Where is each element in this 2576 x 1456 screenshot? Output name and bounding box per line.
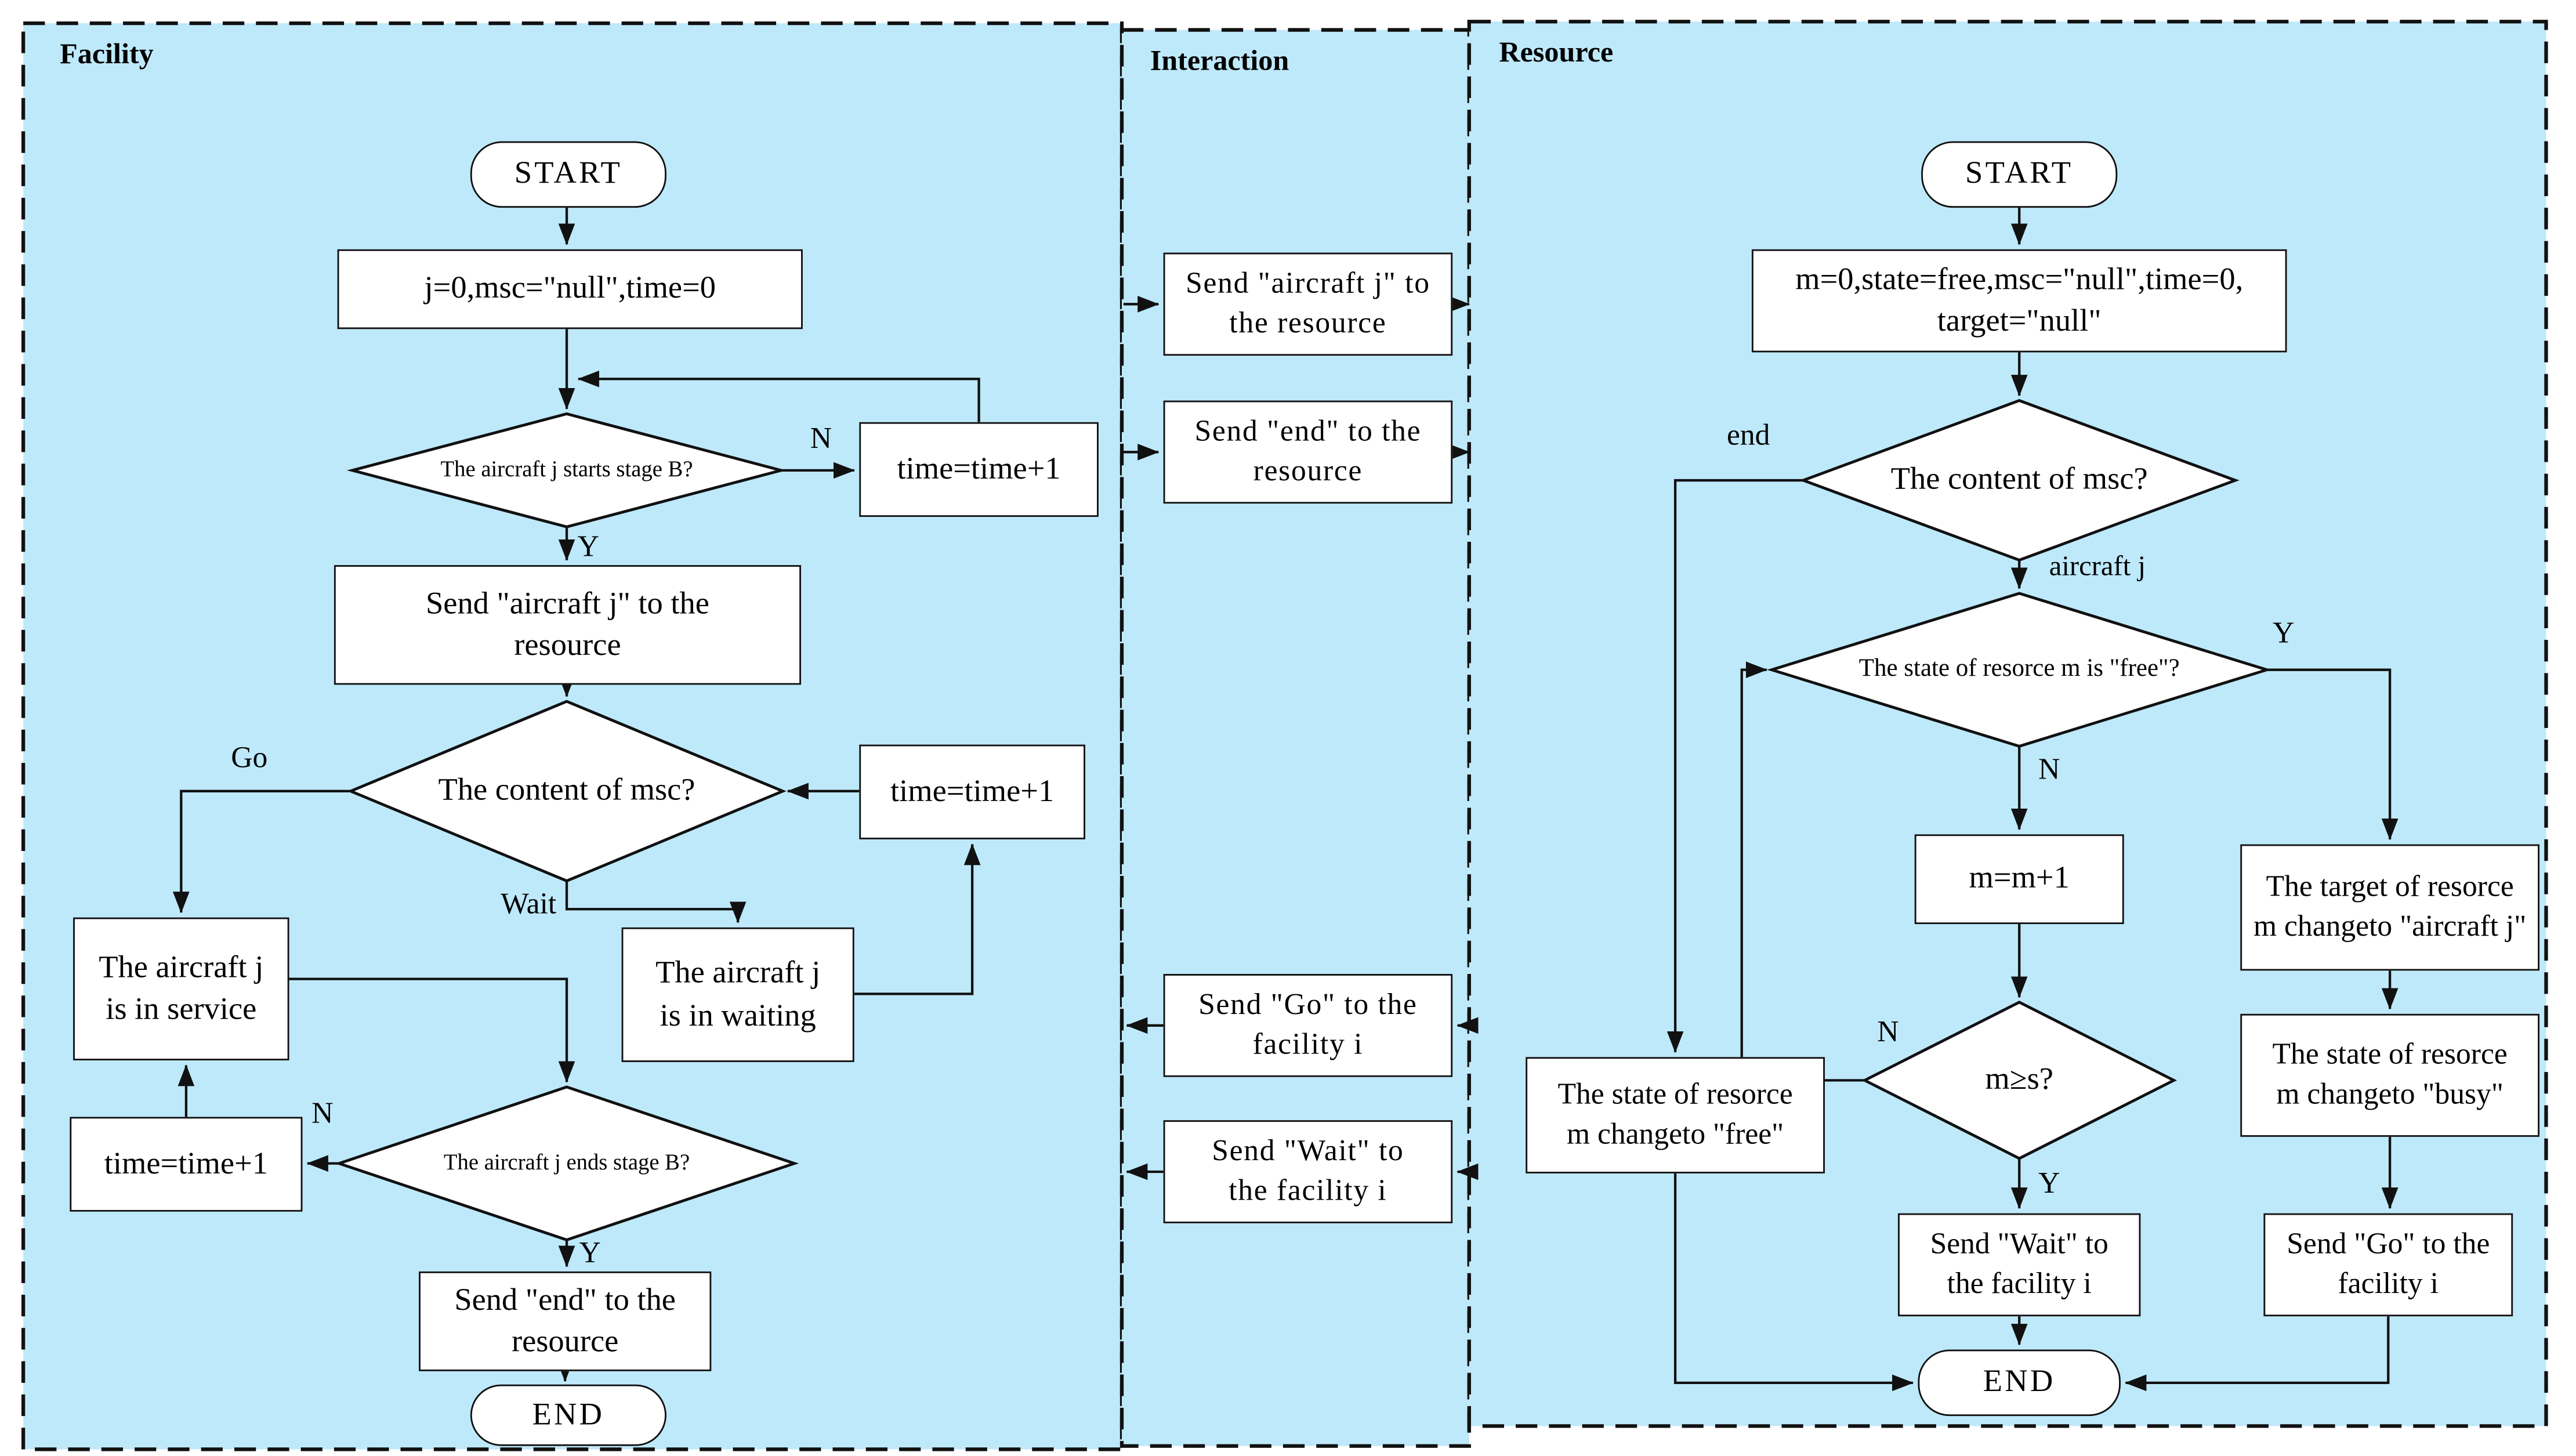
flow-arrow: [172, 789, 351, 914]
facility-waiting-node: The aircraft j is in waiting: [621, 927, 854, 1062]
interaction-lane-title: Interaction: [1150, 43, 1289, 77]
facility-starts-stage-diamond: [346, 412, 787, 528]
resource-end-node: END: [1918, 1349, 2121, 1417]
flow-arrow: [565, 881, 747, 923]
facility-send-aircraft-node: Send "aircraft j" to the resource: [334, 565, 802, 685]
interaction-panel: [1119, 28, 1471, 1448]
interaction-send-wait-node: Send "Wait" to the facility i: [1163, 1120, 1453, 1223]
facility-start-node: START: [470, 141, 666, 208]
facility-lane-title: Facility: [60, 37, 154, 70]
facility-init-node: j=0,msc="null",time=0: [337, 249, 803, 329]
resource-m-inc-node: m=m+1: [1914, 834, 2124, 925]
resource-n-free-label: N: [2038, 752, 2060, 785]
facility-end-node: END: [470, 1384, 666, 1446]
interaction-send-go-node: Send "Go" to the facility i: [1163, 974, 1453, 1077]
resource-n-ms-label: N: [1877, 1015, 1899, 1048]
facility-n1-label: N: [810, 421, 832, 455]
resource-content-msc-diamond: [1799, 399, 2240, 562]
facility-n2-label: N: [311, 1096, 334, 1129]
resource-y-ms-label: Y: [2038, 1165, 2060, 1200]
flow-arrow: [854, 843, 981, 995]
flow-arrow: [577, 370, 980, 422]
resource-start-node: START: [1921, 141, 2118, 208]
flow-arrow: [1673, 1173, 1914, 1392]
flow-arrows: [172, 208, 2399, 1392]
decision-diamonds: [334, 399, 2272, 1242]
resource-init-node: m=0,state=free,msc="null",time=0, target…: [1751, 249, 2287, 353]
facility-send-end-node: Send "end" to the resource: [419, 1271, 712, 1371]
facility-y2-label: Y: [579, 1236, 601, 1269]
flow-arrow: [289, 977, 575, 1083]
flow-arrow: [2125, 1316, 2390, 1392]
interaction-send-aircraft-node: Send "aircraft j" to the resource: [1163, 252, 1453, 356]
flow-arrow: [1666, 479, 1803, 1053]
facility-go-label: Go: [231, 740, 268, 774]
lane-panels: [21, 20, 2548, 1451]
facility-wait-label: Wait: [501, 886, 557, 920]
resource-lane-title: Resource: [1499, 35, 1614, 68]
resource-send-go-node: Send "Go" to the facility i: [2263, 1213, 2513, 1317]
facility-content-msc-diamond: [347, 700, 787, 883]
facility-service-node: The aircraft j is in service: [73, 917, 289, 1060]
resource-aircraftj-branch-label: aircraft j: [2049, 550, 2146, 582]
resource-end-branch-label: end: [1726, 418, 1770, 451]
resource-target-change-node: The target of resorce m changeto "aircra…: [2240, 844, 2540, 971]
facility-ends-stage-diamond: [334, 1085, 799, 1242]
facility-y1-label: Y: [577, 529, 599, 563]
resource-m-ge-s-diamond: [1861, 1000, 2178, 1160]
facility-time1-node: time=time+1: [859, 422, 1099, 517]
resource-free-change-node: The state of resorce m changeto "free": [1526, 1057, 1825, 1174]
resource-y-free-label: Y: [2273, 615, 2295, 649]
resource-state-free-diamond: [1767, 592, 2272, 748]
resource-send-wait-node: Send "Wait" to the facility i: [1898, 1213, 2141, 1317]
facility-time3-node: time=time+1: [70, 1117, 303, 1212]
flow-arrow: [2267, 668, 2399, 841]
interaction-send-end-node: Send "end" to the resource: [1163, 400, 1453, 504]
resource-busy-change-node: The state of resorce m changeto "busy": [2240, 1013, 2540, 1137]
facility-time2-node: time=time+1: [859, 744, 1085, 839]
